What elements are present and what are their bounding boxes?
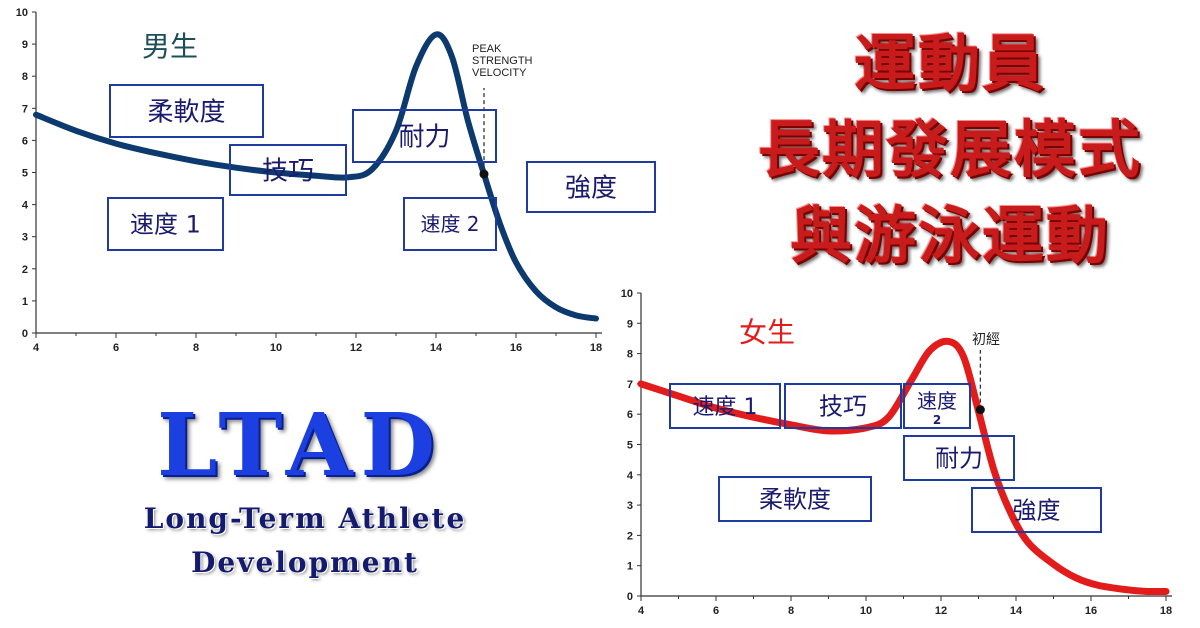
phase-label: 強度 [565,173,617,203]
growth-curve [33,31,599,322]
y-tick-label: 10 [621,288,633,300]
phase-label: 柔軟度 [759,486,831,514]
y-tick-label: 9 [22,39,28,51]
phase-box-frame [718,476,872,522]
phase-label-sub: 2 [933,413,941,427]
phase-box: 耐力 [352,109,497,163]
y-tick-label: 8 [22,71,28,83]
x-tick-label: 4 [33,342,40,354]
phase-box-frame [903,435,1015,481]
y-tick-label: 5 [22,168,28,180]
phase-box: 技巧 [229,144,347,196]
phase-box: 技巧 [784,383,902,429]
x-tick-label: 12 [935,605,947,617]
phase-box-frame [526,161,656,213]
x-tick-label: 16 [510,342,522,354]
y-tick-label: 4 [22,200,29,212]
phase-label: 柔軟度 [147,97,225,127]
marker-label: 初經 [972,331,1000,348]
growth-curve [637,337,1170,596]
x-tick-label: 18 [1160,605,1172,617]
y-tick-label: 8 [627,349,633,361]
title-line-3: 與游泳運動 [789,199,1110,272]
phase-box-frame [352,109,497,163]
phase-box-frame [903,383,971,429]
y-tick-label: 2 [22,264,28,276]
y-tick-label: 10 [16,7,28,19]
x-tick-label: 6 [713,605,719,617]
phase-box-frame [107,197,224,251]
title-line-1: 運動員 [853,27,1046,100]
x-tick-label: 6 [113,342,119,354]
phase-label: 技巧 [819,393,867,421]
phase-box: 速度 2 [403,197,497,251]
phase-label: 速度 [917,389,957,413]
y-tick-label: 9 [627,318,633,330]
phase-box: 速度2 [903,383,971,429]
y-tick-label: 7 [627,379,633,391]
phase-box-frame [229,144,347,196]
y-tick-label: 3 [22,232,28,244]
y-tick-label: 1 [22,296,28,308]
phase-box: 強度 [526,161,656,213]
phase-box: 耐力 [903,435,1015,481]
gender-label: 男生 [142,30,198,63]
phase-box-frame [109,84,264,138]
phase-label: 技巧 [262,156,314,186]
x-tick-label: 14 [1010,605,1023,617]
y-tick-label: 4 [627,470,634,482]
y-tick-label: 6 [627,409,633,421]
phase-box: 速度 1 [669,383,781,429]
phase-box: 柔軟度 [109,84,264,138]
phase-label: 速度 2 [420,212,479,236]
phase-label: 速度 1 [693,395,758,420]
y-tick-label: 3 [627,500,633,512]
phase-box-frame [784,383,902,429]
gender-label: 女生 [739,316,795,349]
y-tick-label: 0 [627,591,633,603]
y-tick-label: 7 [22,103,28,115]
phase-box-frame [403,197,497,251]
x-tick-label: 14 [430,342,443,354]
y-tick-label: 6 [22,135,28,147]
ltad-line-1: Long-Term Athlete [143,502,467,535]
marker-point [975,405,985,415]
x-tick-label: 12 [350,342,362,354]
x-tick-label: 4 [638,605,645,617]
phase-label: 耐力 [935,445,983,473]
phase-box-frame [669,383,781,429]
y-tick-label: 5 [627,440,633,452]
ltad-line-2: Development [191,546,419,579]
y-tick-label: 2 [627,530,633,542]
phase-label: 耐力 [398,122,450,152]
phase-box-frame [971,487,1102,533]
marker-label: STRENGTH [472,55,533,67]
y-tick-label: 0 [22,328,28,340]
x-tick-label: 10 [270,342,282,354]
marker-label: PEAK [472,43,502,55]
phase-box: 柔軟度 [718,476,872,522]
ltad-acronym: LTAD [156,395,444,496]
title-line-2: 長期發展模式 [757,113,1142,186]
x-tick-label: 8 [193,342,199,354]
marker-point [479,169,489,179]
x-tick-label: 16 [1085,605,1097,617]
y-tick-label: 1 [627,561,633,573]
phase-label: 速度 1 [130,211,201,239]
phase-box: 速度 1 [107,197,224,251]
x-tick-label: 10 [860,605,872,617]
x-tick-label: 18 [590,342,602,354]
phase-box: 強度 [971,487,1102,533]
phase-label: 強度 [1013,497,1061,525]
marker-label: VELOCITY [472,67,527,79]
x-tick-label: 8 [788,605,794,617]
